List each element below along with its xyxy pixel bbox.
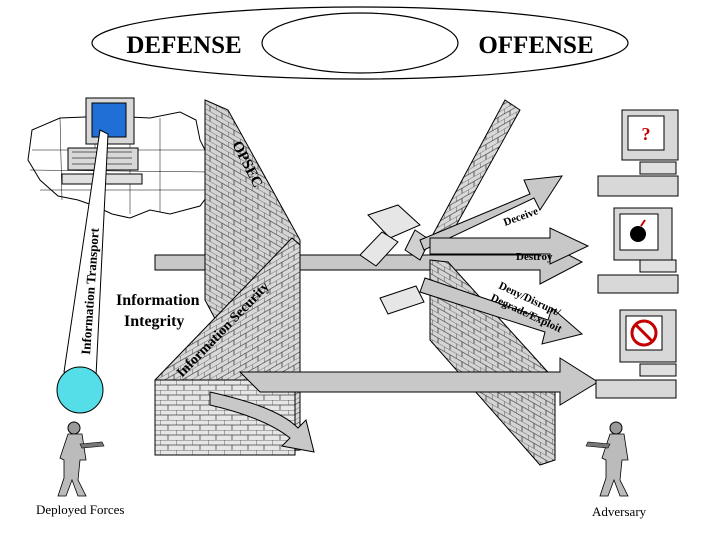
adversary-computer-3	[595, 309, 677, 399]
adversary-computer-1: ?	[597, 109, 679, 197]
adversary-soldier-icon	[585, 421, 629, 497]
offense-label: OFFENSE	[478, 32, 593, 59]
header-inner-ellipse	[261, 12, 459, 74]
header-ellipses: DEFENSE OFFENSE	[91, 6, 629, 80]
deployed-forces-label: Deployed Forces	[36, 502, 124, 517]
right-lower-wall	[429, 259, 556, 466]
adversary-label: Adversary	[592, 504, 647, 519]
header-outer-ellipse	[91, 6, 629, 80]
broken-bricks	[359, 204, 431, 315]
information-integrity-label-1: Information	[116, 292, 200, 309]
horizontal-arrow-bottom	[238, 357, 599, 406]
deny-arrow	[419, 277, 584, 345]
question-mark-icon: ?	[642, 124, 651, 144]
curved-return-arrow	[209, 391, 315, 453]
destroy-arrow	[429, 227, 590, 265]
prohibited-icon	[630, 319, 658, 347]
firewall-walls: OPSEC Information Security	[154, 99, 556, 466]
deployed-forces-soldier-icon	[57, 421, 105, 497]
defense-label: DEFENSE	[126, 32, 241, 59]
globe-icon	[56, 366, 104, 414]
information-integrity-label-2: Integrity	[124, 313, 184, 330]
information-transport-beam: Information Transport	[56, 129, 109, 414]
bomb-icon	[630, 219, 646, 242]
adversary-computer-2	[597, 207, 679, 294]
destroy-label: Destroy	[516, 251, 553, 263]
hq-screen	[91, 102, 127, 138]
